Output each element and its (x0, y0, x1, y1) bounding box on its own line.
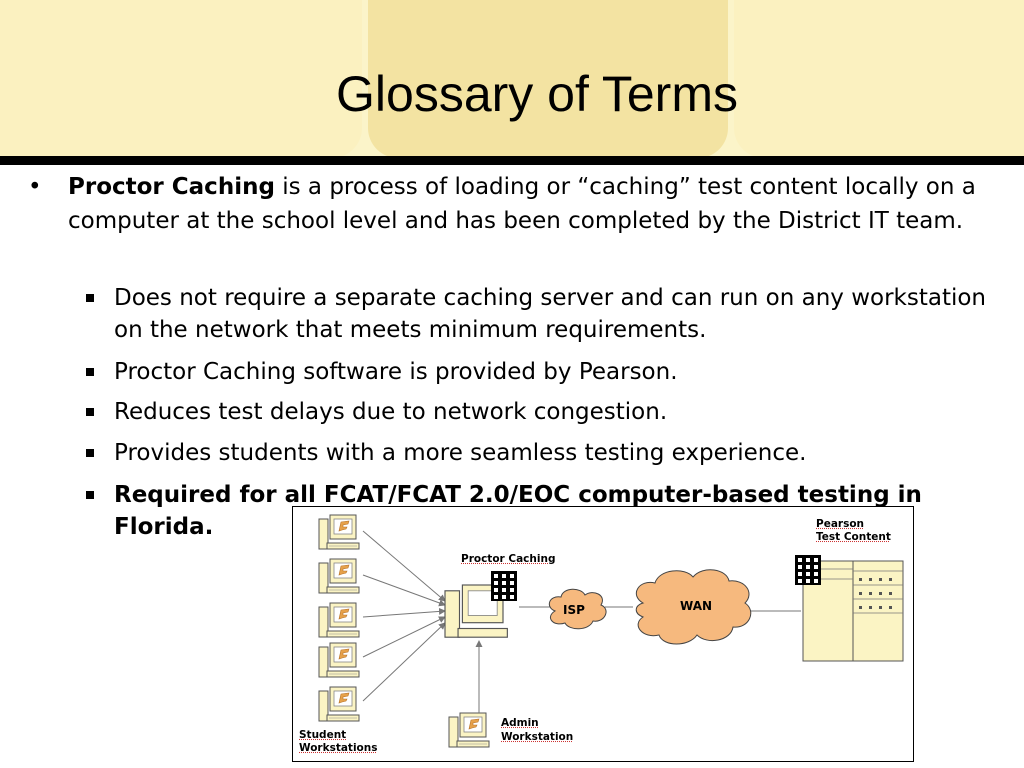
admin-label-2: Workstation (501, 731, 573, 744)
student-workstation-icon (319, 559, 359, 593)
student-workstation-icon (319, 643, 359, 677)
main-bullet: • Proctor Caching is a process of loadin… (68, 170, 998, 238)
sub-bullet-1: Does not require a separate caching serv… (114, 282, 994, 346)
sub-bullet-text: Proctor Caching software is provided by … (114, 359, 678, 385)
sub-bullet-3: Reduces test delays due to network conge… (114, 396, 994, 428)
students-label-2: Workstations (299, 742, 378, 755)
pearson-grid-icon (795, 555, 821, 585)
sub-bullet-text: Does not require a separate caching serv… (114, 285, 986, 343)
student-workstation-icon (319, 687, 359, 721)
square-bullet (86, 408, 94, 416)
square-bullet (86, 294, 94, 302)
student-arrows (363, 531, 445, 701)
sub-bullet-text: Provides students with a more seamless t… (114, 440, 806, 466)
square-bullet (86, 449, 94, 457)
square-bullet (86, 491, 94, 499)
admin-workstation-icon (449, 713, 489, 747)
bullet-dot: • (28, 170, 42, 204)
admin-label-1: Admin (501, 717, 539, 730)
isp-label: ISP (563, 604, 585, 617)
wan-label: WAN (680, 600, 712, 613)
sub-bullet-text: Reduces test delays due to network conge… (114, 399, 667, 425)
sub-bullet-2: Proctor Caching software is provided by … (114, 356, 994, 388)
slide-title: Glossary of Terms (0, 64, 1024, 124)
square-bullet (86, 368, 94, 376)
term-proctor-caching: Proctor Caching (68, 174, 275, 200)
proctor-server-grid-icon (491, 571, 517, 601)
pearson-label-2: Test Content (816, 531, 891, 544)
network-diagram: Proctor Caching Pearson Test Content ISP… (292, 506, 914, 762)
pearson-label-1: Pearson (816, 518, 864, 531)
proctor-caching-label: Proctor Caching (461, 553, 555, 566)
student-workstation-icon (319, 603, 359, 637)
students-label-1: Student (299, 729, 346, 742)
network-diagram-graphic (293, 507, 913, 761)
sub-bullet-4: Provides students with a more seamless t… (114, 437, 994, 469)
student-workstation-icon (319, 515, 359, 549)
title-rule (0, 156, 1024, 165)
